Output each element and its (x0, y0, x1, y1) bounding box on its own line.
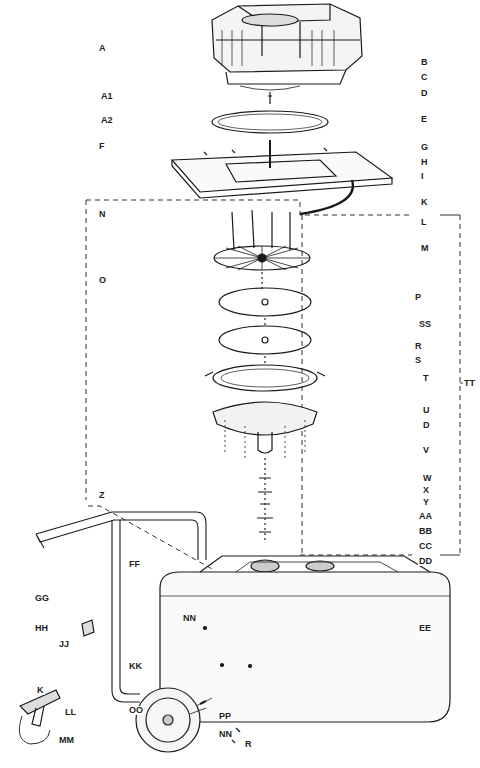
callout-letter: H (420, 158, 429, 167)
callout-letter: EE (418, 624, 432, 633)
callout-letter: CC (418, 542, 433, 551)
callout-letter: L (420, 218, 428, 227)
callout-letter: LL (64, 708, 77, 717)
handle (36, 512, 206, 702)
callout-letter: NN (218, 730, 233, 739)
callout-letter: G (420, 143, 429, 152)
callout-letter: C (420, 73, 429, 82)
callout-letter: O (98, 276, 107, 285)
callout-letter: MM (58, 736, 75, 745)
callout-letter: HH (34, 624, 49, 633)
callout-letter: T (422, 374, 430, 383)
housing (205, 365, 325, 460)
callout-letter: FF (128, 560, 141, 569)
callout-letter: TT (463, 379, 476, 388)
hopper-tank (160, 556, 450, 722)
callout-letter: R (244, 740, 253, 749)
mounting-plate (172, 140, 392, 214)
callout-letter: U (422, 406, 431, 415)
wheel (136, 688, 240, 752)
callout-letter: OO (128, 706, 144, 715)
callout-letter: A1 (100, 92, 114, 101)
callout-letter: GG (34, 594, 50, 603)
callout-letter: A2 (100, 116, 114, 125)
callout-letter: Y (422, 498, 430, 507)
callout-letter: PP (218, 712, 232, 721)
callout-letter: E (420, 115, 428, 124)
callout-letter: D (420, 89, 429, 98)
callout-letter: N (98, 210, 107, 219)
callout-letter: S (414, 356, 422, 365)
callout-letter: B (420, 58, 429, 67)
callout-letter: BB (418, 527, 433, 536)
callout-letter: V (422, 446, 430, 455)
callout-letter: KK (128, 662, 143, 671)
callout-letter: I (420, 172, 425, 181)
gasket (212, 111, 328, 133)
callout-letter: X (422, 486, 430, 495)
callout-letter: A (98, 44, 107, 53)
spinner (214, 210, 310, 290)
callout-letter: JJ (58, 640, 70, 649)
callout-letter: W (422, 474, 433, 483)
callout-letter: DD (418, 557, 433, 566)
callout-letter: F (98, 142, 106, 151)
callout-letter: P (414, 293, 422, 302)
callout-letter: R (414, 342, 423, 351)
callout-letter: K (420, 198, 429, 207)
engine (212, 4, 362, 90)
callout-letter: Z (98, 491, 106, 500)
spray-gun (19, 620, 94, 744)
callout-letter: K (36, 686, 45, 695)
shaft-parts (251, 458, 334, 572)
callout-letter: NN (182, 614, 197, 623)
discs (219, 288, 311, 364)
callout-letter: AA (418, 512, 433, 521)
callout-letter: M (420, 244, 430, 253)
callout-letter: D (422, 421, 431, 430)
group-bracket (86, 200, 460, 570)
callout-letter: SS (418, 320, 432, 329)
